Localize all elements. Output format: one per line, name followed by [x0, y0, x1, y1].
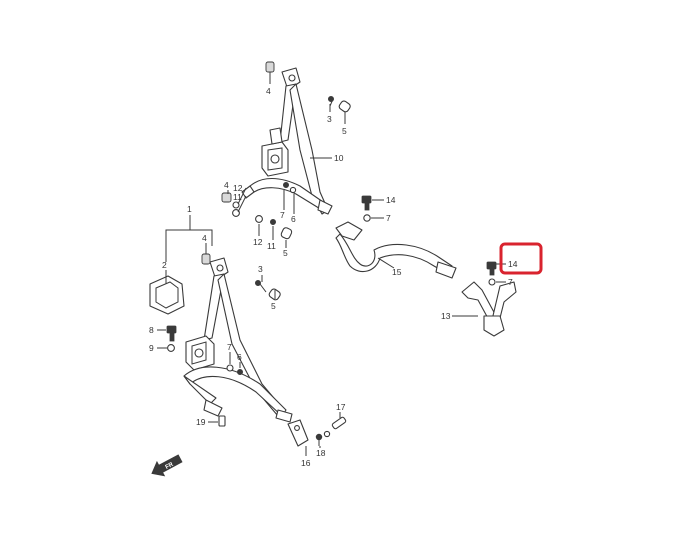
center-leader-lines	[371, 199, 506, 283]
callout-labels: 4 3 5 10 4 12 11 7 6 12 11 5 1 4 2 3 5 8…	[149, 86, 518, 468]
callout-7: 7	[386, 213, 391, 223]
callout-17: 17	[336, 402, 346, 412]
callout-19: 19	[196, 417, 206, 427]
center-small-parts	[361, 195, 497, 286]
callout-15: 15	[392, 267, 402, 277]
callout-12: 12	[253, 237, 263, 247]
callout-2: 2	[162, 260, 167, 270]
callout-14-highlighted: 14	[508, 259, 518, 269]
callout-4: 4	[202, 233, 207, 243]
center-lap-belt[interactable]	[335, 221, 457, 279]
upper-small-parts	[221, 61, 351, 240]
callout-7: 7	[227, 342, 232, 352]
front-marker-text: FR	[165, 462, 175, 471]
callout-4: 4	[266, 86, 271, 96]
front-direction-marker: FR	[151, 454, 183, 477]
upper-seat-belt-assembly[interactable]	[241, 67, 333, 215]
callout-8: 8	[149, 325, 154, 335]
lower-seat-belt-assembly[interactable]	[165, 215, 293, 423]
callout-3: 3	[327, 114, 332, 124]
callout-14: 14	[386, 195, 396, 205]
callout-6: 6	[237, 352, 242, 362]
callout-1: 1	[187, 204, 192, 214]
callout-5: 5	[283, 248, 288, 258]
callout-7: 7	[280, 210, 285, 220]
callout-11: 11	[233, 192, 242, 202]
rear-buckle-assembly[interactable]	[452, 281, 517, 337]
callout-13: 13	[441, 311, 451, 321]
callout-6: 6	[291, 214, 296, 224]
callout-16: 16	[301, 458, 311, 468]
lower-small-parts	[149, 253, 347, 447]
callout-10: 10	[334, 153, 344, 163]
callout-4: 4	[224, 180, 229, 190]
lower-leader-lines	[157, 243, 341, 456]
highlight-box	[499, 242, 543, 275]
upper-leader-lines	[227, 72, 346, 248]
callout-11: 11	[267, 241, 276, 251]
callout-9: 9	[149, 343, 154, 353]
callout-18: 18	[316, 448, 326, 458]
callout-5: 5	[271, 301, 276, 311]
callout-7: 7	[508, 277, 513, 287]
callout-3: 3	[258, 264, 263, 274]
callout-5: 5	[342, 126, 347, 136]
callout-12: 12	[233, 183, 243, 193]
front-arrow-icon	[151, 454, 183, 477]
